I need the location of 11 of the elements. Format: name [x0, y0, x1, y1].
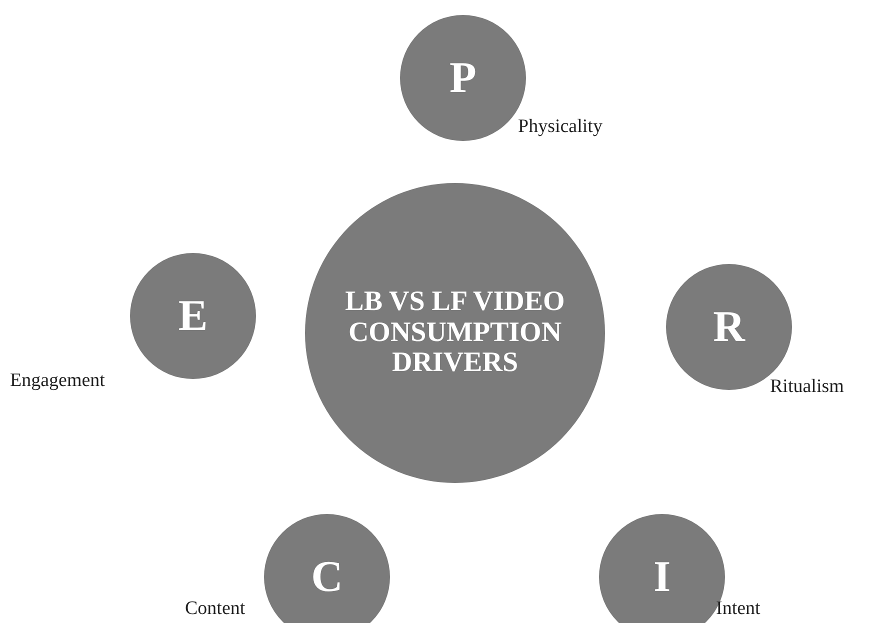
- node-letter: R: [713, 302, 745, 352]
- node-caption: Ritualism: [770, 376, 844, 398]
- node-caption: Intent: [716, 598, 760, 620]
- node-caption: Content: [185, 598, 246, 620]
- node-letter: I: [653, 552, 671, 602]
- node-letter: E: [178, 292, 208, 340]
- node-letter: P: [450, 54, 476, 102]
- node-caption: Engagement: [10, 370, 105, 392]
- node-caption: Physicality: [518, 116, 602, 138]
- node-letter: C: [311, 552, 343, 602]
- center-title: LB VS LF VIDEO CONSUMPTION DRIVERS: [344, 286, 566, 380]
